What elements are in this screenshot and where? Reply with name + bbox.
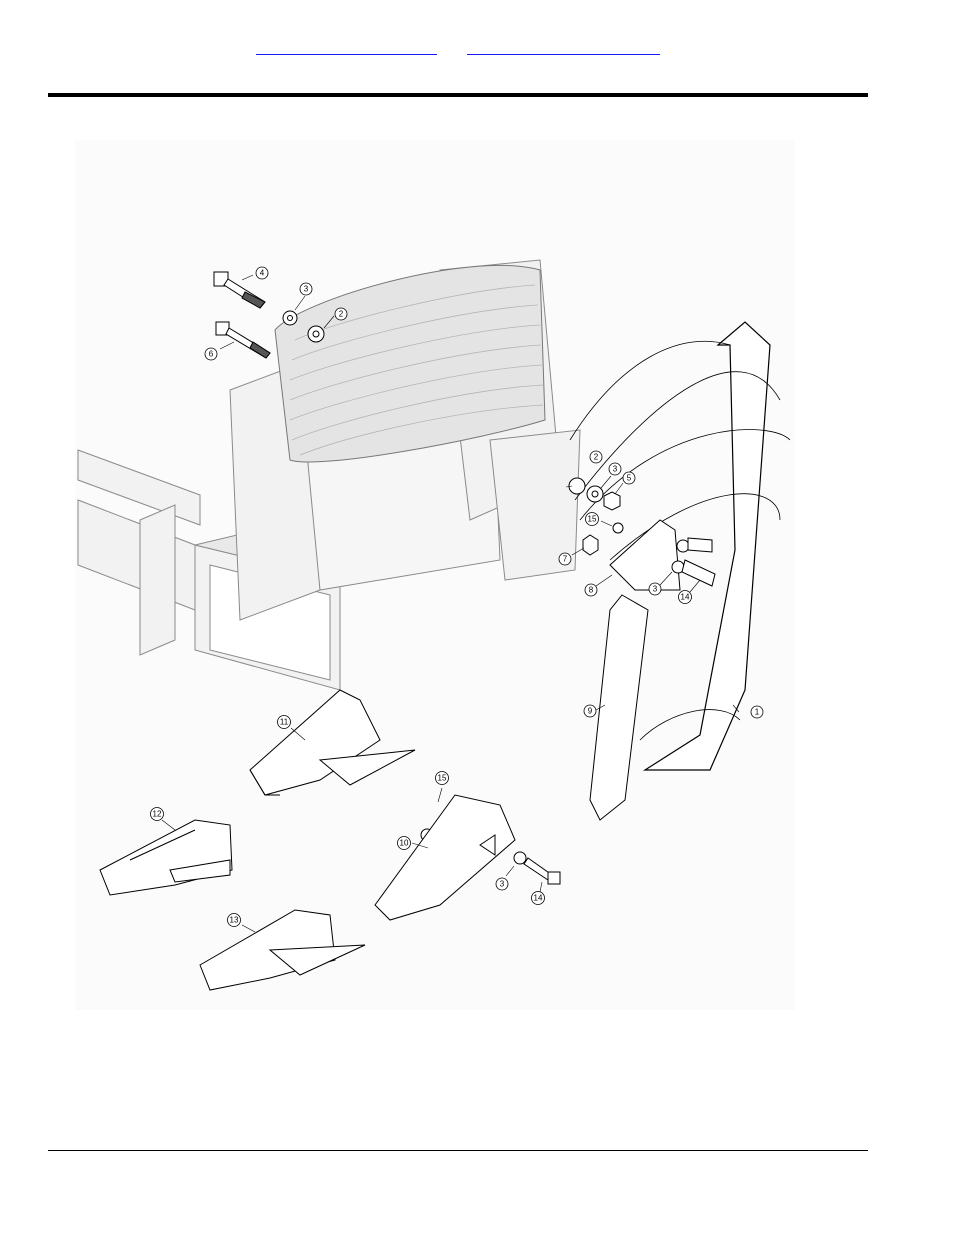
callout-3: 3: [609, 463, 621, 475]
callout-13: 13: [228, 914, 241, 927]
callout-4: 4: [256, 267, 268, 279]
callout-1: 1: [751, 706, 763, 718]
callout-2: 2: [335, 308, 347, 320]
svg-text:10: 10: [400, 839, 409, 848]
callout-9: 9: [584, 705, 596, 717]
svg-text:4: 4: [260, 269, 265, 278]
callout-3: 3: [300, 283, 312, 295]
svg-text:3: 3: [500, 880, 505, 889]
svg-text:14: 14: [534, 894, 543, 903]
callout-5: 5: [623, 472, 635, 484]
svg-text:15: 15: [438, 774, 447, 783]
svg-text:13: 13: [230, 916, 239, 925]
svg-text:3: 3: [304, 285, 309, 294]
callout-12: 12: [151, 808, 164, 821]
svg-text:2: 2: [339, 310, 344, 319]
svg-text:14: 14: [681, 593, 690, 602]
svg-text:2: 2: [594, 453, 599, 462]
svg-text:7: 7: [563, 555, 568, 564]
svg-text:6: 6: [209, 350, 214, 359]
callout-11: 11: [278, 716, 291, 729]
svg-text:3: 3: [613, 465, 618, 474]
svg-text:8: 8: [589, 586, 594, 595]
callout-15: 15: [436, 772, 449, 785]
callout-2: 2: [590, 451, 602, 463]
callout-6: 6: [205, 348, 217, 360]
svg-text:1: 1: [755, 708, 760, 717]
callout-8: 8: [585, 584, 597, 596]
callout-3: 3: [496, 878, 508, 890]
callout-10: 10: [398, 837, 411, 850]
footer-rule: [48, 1150, 868, 1151]
svg-text:11: 11: [280, 718, 289, 727]
svg-text:12: 12: [153, 810, 162, 819]
svg-text:9: 9: [588, 707, 593, 716]
svg-text:15: 15: [588, 515, 597, 524]
svg-text:3: 3: [653, 585, 658, 594]
callout-14: 14: [679, 591, 692, 604]
callout-14: 14: [532, 892, 545, 905]
callout-3: 3: [649, 583, 661, 595]
callout-15: 15: [586, 513, 599, 526]
callout-7: 7: [559, 553, 571, 565]
svg-text:5: 5: [627, 474, 632, 483]
